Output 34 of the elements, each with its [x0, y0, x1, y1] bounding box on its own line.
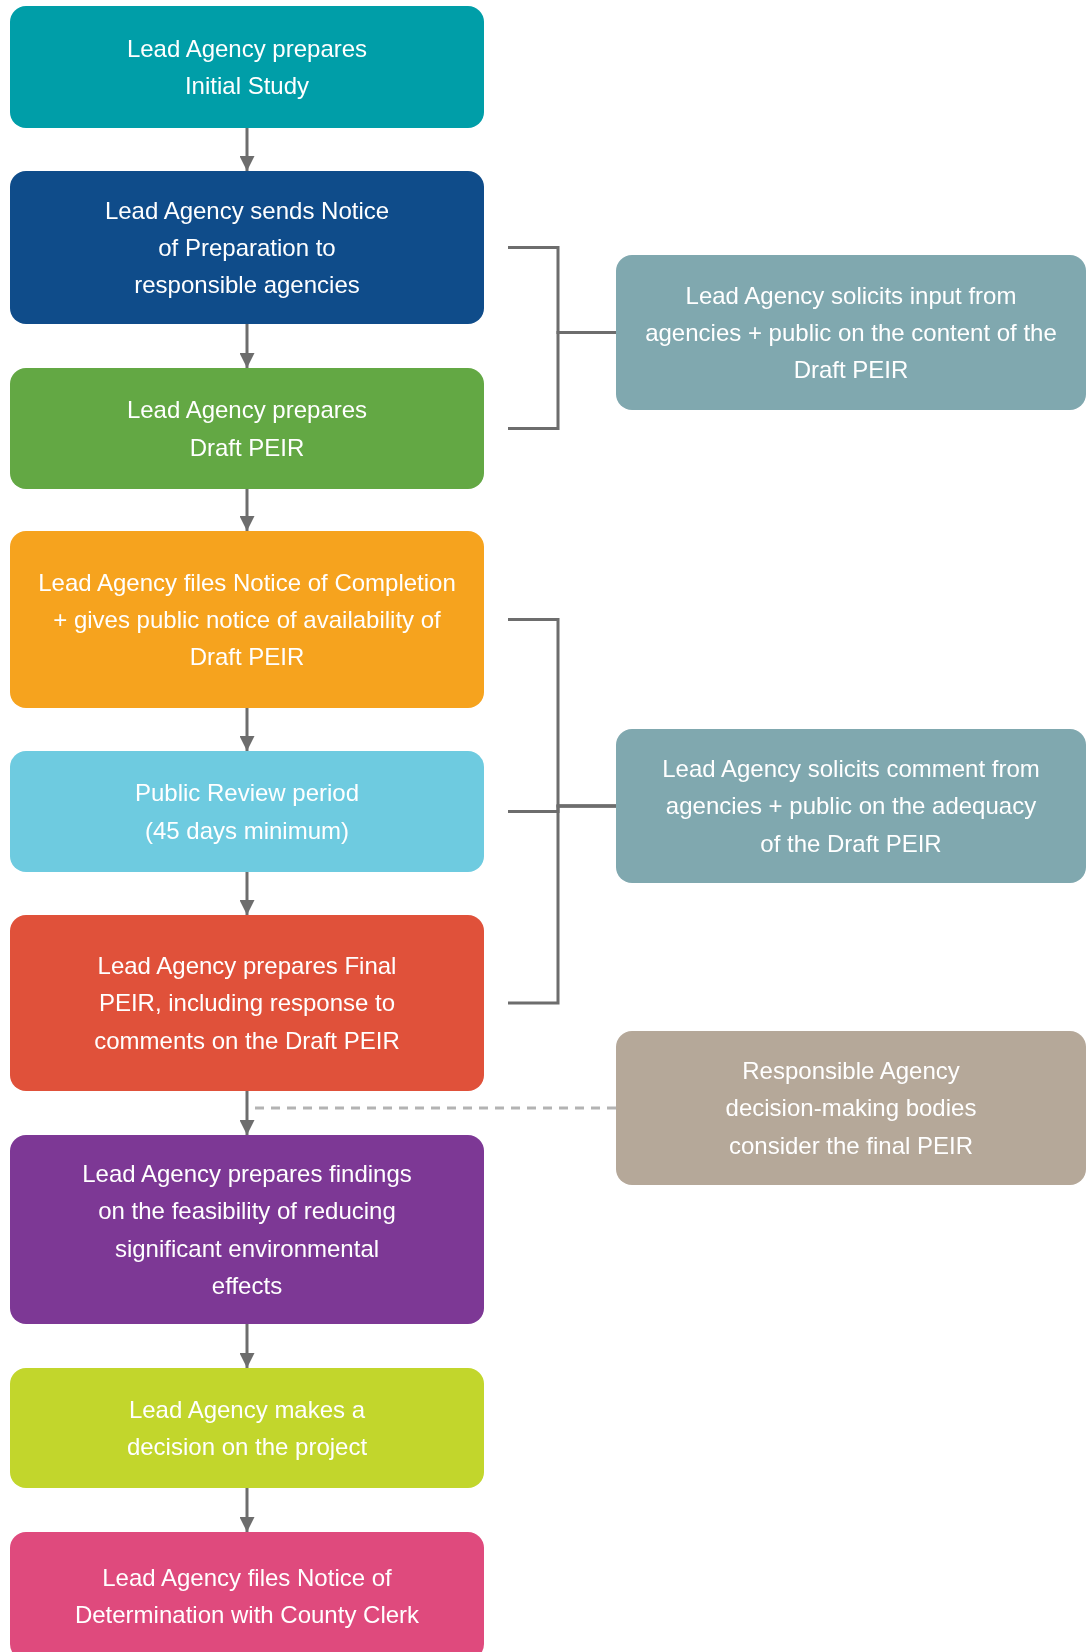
process-box: [10, 1532, 484, 1652]
step-text: Lead Agency prepares Final PEIR, including response to comments on the Draft PEIR: [93, 951, 401, 1056]
arrow: [239, 1324, 255, 1368]
arrow: [239, 1091, 255, 1135]
arrow: [239, 872, 255, 915]
process-box: [10, 6, 484, 128]
bracket-connector: [508, 331, 616, 430]
arrow: [239, 324, 255, 368]
step-text: Public Review period (45 days minimum): [133, 778, 361, 846]
note-box: [616, 729, 1086, 883]
note-box: [616, 1031, 1086, 1185]
arrow: [239, 489, 255, 531]
process-box: [10, 751, 484, 872]
arrow: [239, 1488, 255, 1532]
step-text: Lead Agency prepares Initial Study: [125, 33, 369, 101]
step-text: Lead Agency files Notice of Determination with County Clerk: [73, 1562, 421, 1630]
step-text: Responsible Agency decision-making bodies consider the final PEIR: [724, 1056, 978, 1161]
process-box: [10, 1368, 484, 1488]
arrow: [239, 128, 255, 171]
step-text: Lead Agency files Notice of Completion + gives public notice of availability of Draft PEIR: [37, 567, 457, 673]
step-text: Lead Agency solicits comment from agencies + public on the adequacy of the Draft PEIR: [661, 754, 1041, 859]
bracket-connector: [508, 804, 616, 1005]
step-text: Lead Agency prepares findings on the feasibility of reducing significant environmental effects: [81, 1159, 413, 1301]
process-box: [10, 531, 484, 708]
step-text: Lead Agency prepares Draft PEIR: [125, 395, 369, 463]
arrow: [239, 708, 255, 751]
process-box: [10, 171, 484, 324]
process-box: [10, 368, 484, 489]
step-text: Lead Agency makes a decision on the project: [125, 1394, 369, 1462]
process-box: [10, 915, 484, 1091]
step-text: Lead Agency solicits input from agencies + public on the content of the Draft PEIR: [644, 280, 1058, 386]
note-box: [616, 255, 1086, 410]
step-text: Lead Agency sends Notice of Preparation to responsible agencies: [103, 195, 391, 301]
process-box: [10, 1135, 484, 1324]
